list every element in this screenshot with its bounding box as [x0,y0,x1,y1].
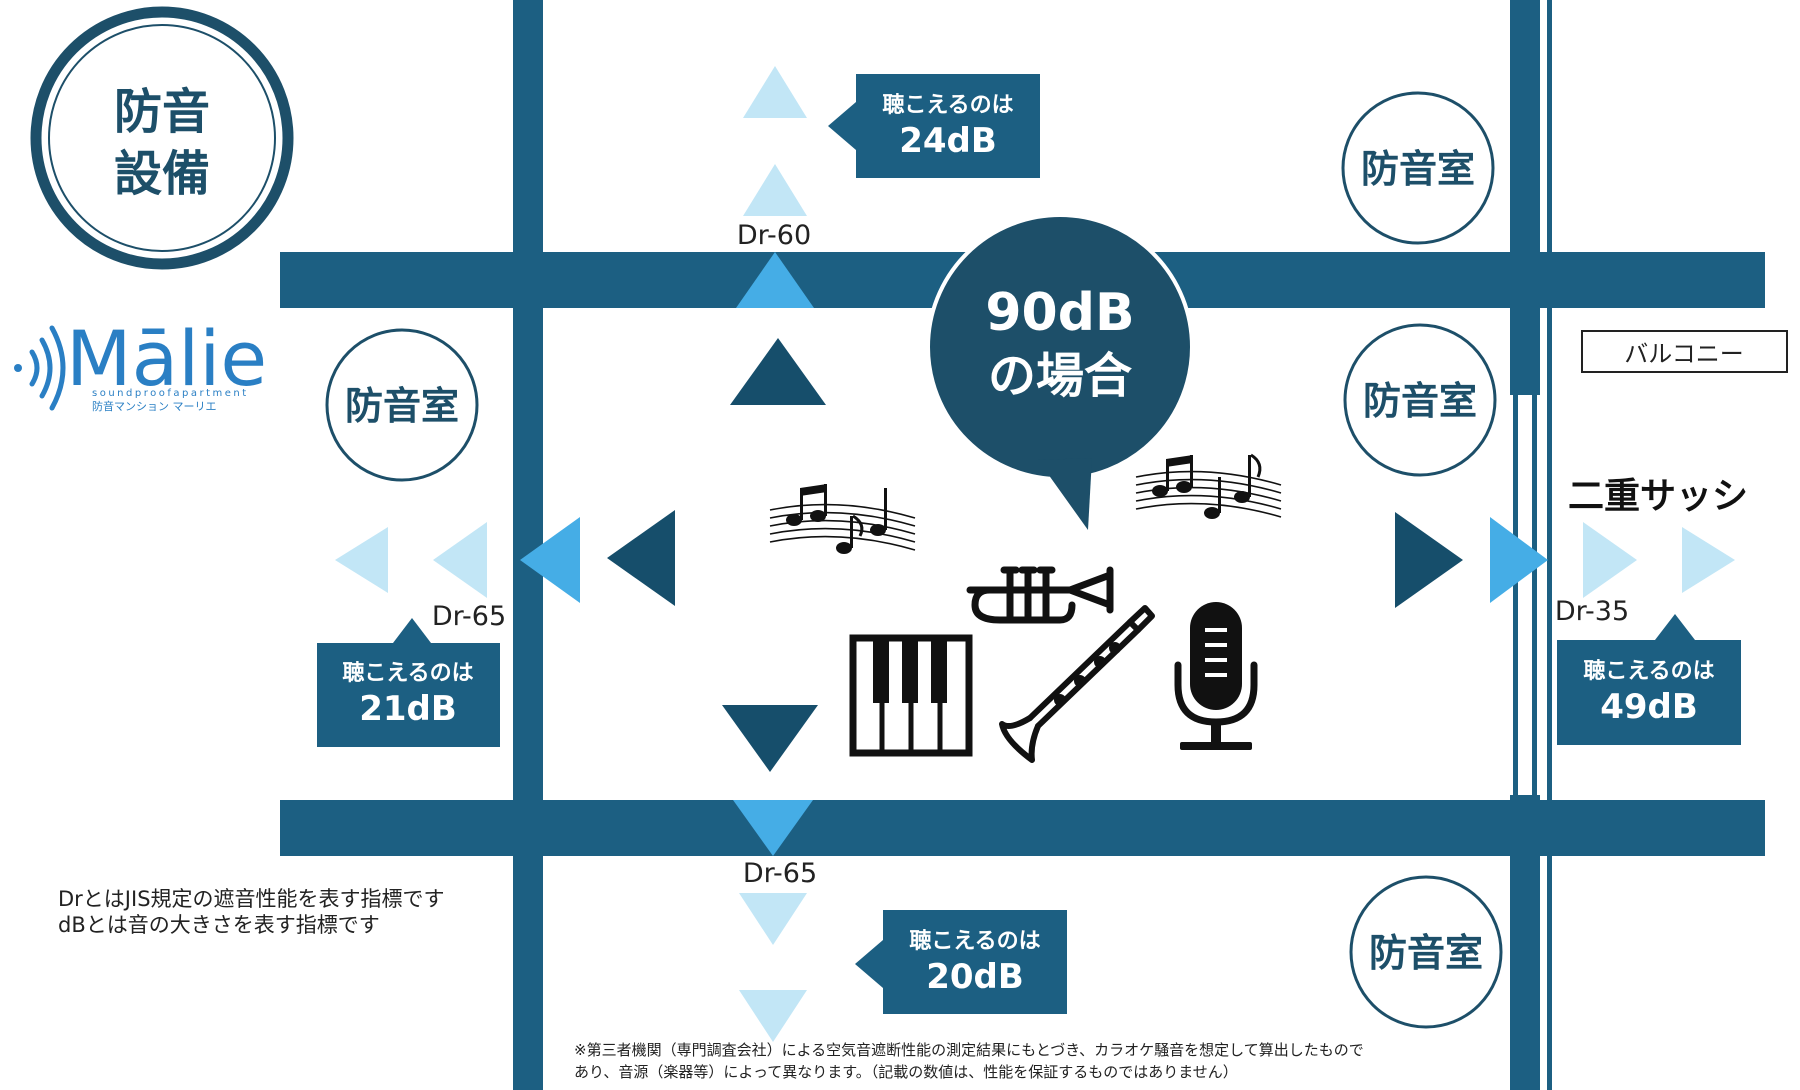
triangle-down-light-2 [739,990,807,1042]
callout-right-caption: 聴こえるのは [1583,659,1714,684]
wall-bottom-horizontal [280,800,1765,856]
piano-keys-icon [849,634,973,757]
callout-right: 聴こえるのは 49dB [1557,614,1741,745]
triangle-up-mid [736,252,814,308]
balcony-label-box: バルコニー [1581,330,1788,373]
double-sash-line-2 [1532,395,1537,795]
double-sash-line-1 [1513,395,1518,795]
rating-left: Dr-65 [432,601,506,632]
room-circle-bottom-right: 防音室 [1349,875,1503,1029]
triangle-right-dark [1395,512,1463,608]
room-circle-left: 防音室 [325,328,479,482]
room-circle-right: 防音室 [1343,323,1497,477]
callout-left: 聴こえるのは 21dB [317,618,500,747]
wall-left-vertical [513,0,543,1090]
triangle-left-light-2 [433,522,487,598]
callout-bottom: 聴こえるのは 20dB [855,910,1067,1014]
double-sash-line-3 [1547,0,1552,1090]
triangle-right-light-2 [1682,527,1735,593]
room-label-bottom-right: 防音室 [1369,931,1483,975]
triangle-left-mid [520,517,580,603]
callout-bottom-value: 20dB [926,957,1024,997]
triangle-down-light-1 [739,893,807,945]
triangle-up-light-1 [743,66,807,118]
badge-line-1: 防音 [114,84,210,140]
malie-logo: Mālie soundproofapartment 防音マンション マーリエ [14,314,267,413]
disclaimer-line-2: あり、音源（楽器等）によって異なります。（記載の数値は、性能を保証するものではあ… [574,1063,1238,1081]
triangle-down-mid [733,800,813,856]
bubble-line-2: の場合 [988,348,1132,404]
rating-top: Dr-60 [737,220,811,251]
callout-bottom-caption: 聴こえるのは [909,929,1040,954]
trumpet-icon [966,566,1114,624]
room-circle-top-right: 防音室 [1341,91,1495,245]
arrows-down [722,705,818,1042]
clarinet-icon [999,605,1155,763]
arrows-up [730,66,826,405]
callout-top: 聴こえるのは 24dB [828,74,1040,178]
callout-top-value: 24dB [899,121,997,161]
triangle-up-dark [730,338,826,405]
room-label-right: 防音室 [1363,379,1477,423]
note-line-2: dBとは音の大きさを表す指標です [58,913,380,937]
logo-subtitle: 防音マンション マーリエ [92,399,217,413]
callout-left-value: 21dB [359,689,457,729]
rating-right: Dr-35 [1555,596,1629,627]
arrows-left [335,510,675,606]
triangle-up-light-2 [743,164,807,216]
logo-name: Mālie [66,314,267,403]
callout-left-caption: 聴こえるのは [342,661,473,686]
disclaimer-line-1: ※第三者機関（専門調査会社）による空気音遮断性能の測定結果にもとづき、カラオケ騒… [574,1041,1364,1059]
bubble-line-1: 90dB [985,283,1134,343]
soundproof-badge: 防音 設備 [30,6,294,270]
wall-right-vertical-lower [1510,795,1540,1090]
triangle-right-mid [1490,517,1548,603]
sound-wave-icon [14,325,66,411]
music-notes-icon [769,484,916,554]
badge-line-2: 設備 [114,146,210,202]
room-label-top-right: 防音室 [1361,147,1475,191]
room-label-left: 防音室 [345,384,459,428]
center-speech-bubble: 90dB の場合 [926,213,1194,530]
callout-top-caption: 聴こえるのは [882,93,1013,118]
triangle-right-light-1 [1583,522,1637,598]
microphone-icon [1174,602,1258,750]
note-line-1: DrとはJIS規定の遮音性能を表す指標です [58,887,445,911]
callout-right-value: 49dB [1600,687,1698,727]
double-sash-label: 二重サッシ [1568,476,1748,517]
arrows-right [1395,512,1735,608]
balcony-label: バルコニー [1624,340,1744,368]
triangle-down-dark [722,705,818,772]
music-notes-icon [1135,453,1282,519]
logo-tagline: soundproofapartment [92,388,249,399]
wall-right-vertical-upper [1510,0,1540,395]
triangle-left-dark [607,510,675,606]
triangle-left-light-1 [335,527,388,593]
rating-bottom: Dr-65 [743,858,817,889]
